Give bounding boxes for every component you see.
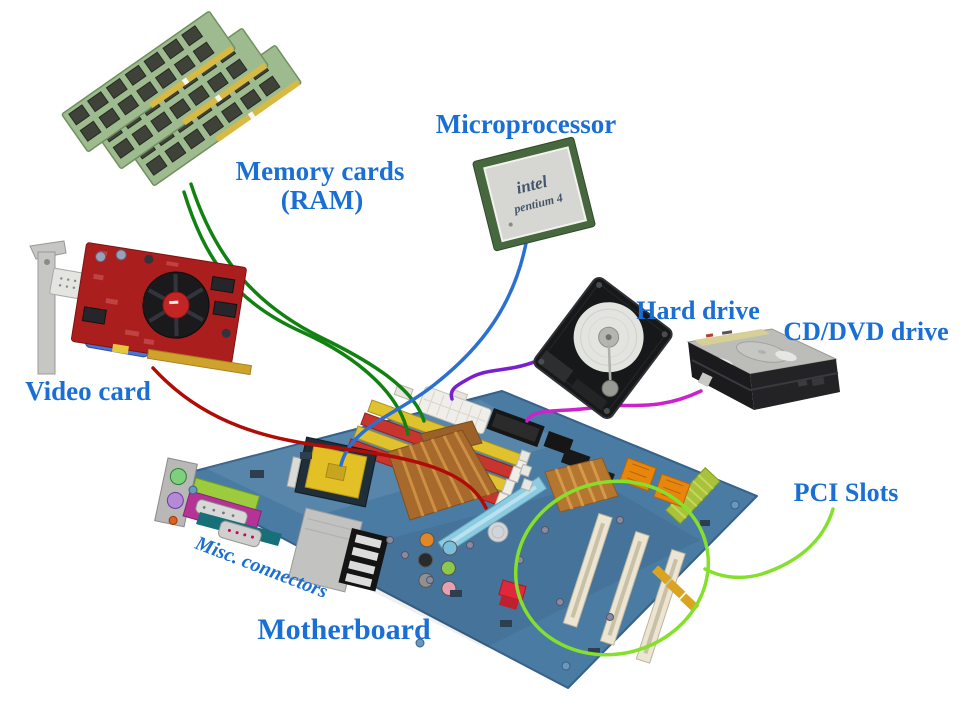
usb-ports xyxy=(338,528,389,592)
connection-lines xyxy=(151,182,703,510)
gpu-pcb xyxy=(70,242,253,376)
orange-connector xyxy=(653,473,691,508)
line-ram-to-slots-2 xyxy=(189,182,426,423)
video-card-image xyxy=(29,240,253,376)
label-motherboard: Motherboard xyxy=(257,613,431,646)
gpu-bracket xyxy=(37,251,56,375)
line-cpu-to-socket xyxy=(339,236,529,467)
cddvd-front-bezel xyxy=(750,359,840,410)
serial-port xyxy=(217,520,262,548)
line-harddrive-to-power xyxy=(449,354,550,401)
north-heatsink xyxy=(387,420,499,521)
gpu-gold-edge xyxy=(146,348,253,376)
label-cd-dvd-drive: CD/DVD drive xyxy=(783,317,948,346)
board-details xyxy=(188,449,740,671)
label-memory-cards-line2: (RAM) xyxy=(281,185,363,215)
cmos-battery xyxy=(487,521,509,543)
label-video-card: Video card xyxy=(25,376,151,406)
south-heatsink xyxy=(544,457,619,513)
label-microprocessor: Microprocessor xyxy=(436,109,616,139)
pcie-slot xyxy=(437,476,548,555)
audio-jacks xyxy=(417,532,458,596)
label-hard-drive: Hard drive xyxy=(636,296,760,325)
hard-drive-image xyxy=(533,276,673,420)
ide-connector xyxy=(486,408,545,448)
cd-dvd-drive-image xyxy=(686,328,840,410)
label-pci-slots: PCI Slots xyxy=(794,478,899,507)
gpu-fan-sticker xyxy=(162,291,190,319)
drive-logo-patch xyxy=(697,372,713,388)
hdd-actuator-arm xyxy=(607,338,613,393)
line-videocard-to-pcie xyxy=(151,366,488,510)
line-label-to-pci-circle xyxy=(703,507,835,580)
annotations xyxy=(513,479,835,657)
cpu-socket xyxy=(286,436,378,508)
io-ports xyxy=(154,457,458,596)
label-memory-cards-line1: Memory cards xyxy=(236,156,405,186)
microprocessor-image: intel pentium 4 xyxy=(472,136,596,252)
line-ram-to-slots-1 xyxy=(182,190,410,436)
motherboard-image xyxy=(154,383,758,689)
pci-slots-highlight-circle xyxy=(513,479,711,657)
